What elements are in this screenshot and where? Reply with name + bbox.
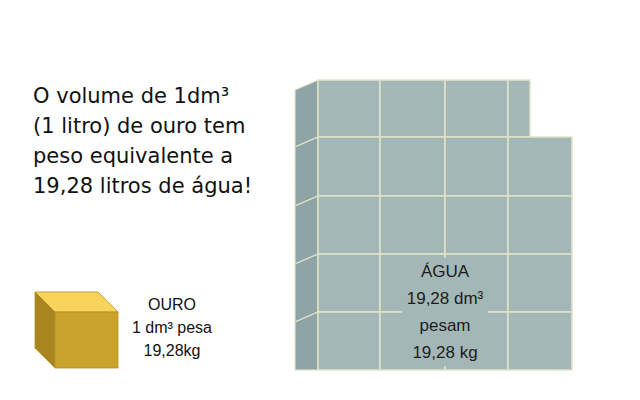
water-cell bbox=[445, 80, 508, 137]
text-group: ÁGUA19,28 dm³ pesam 19,28 kg bbox=[390, 258, 500, 366]
water-cell bbox=[318, 196, 380, 254]
water-cell bbox=[508, 196, 572, 254]
water-side-face bbox=[295, 196, 318, 264]
note-text: O volume de 1dm³ (1 litro) de ouro tem p… bbox=[33, 81, 255, 201]
node-heading: OURO bbox=[148, 293, 196, 316]
water-cell bbox=[508, 80, 530, 137]
water-side-face bbox=[295, 254, 318, 322]
water-cell bbox=[508, 254, 572, 312]
text-group: OURO1 dm³ pesa 19,28kg bbox=[126, 293, 218, 362]
water-cell bbox=[380, 137, 445, 196]
cube-face bbox=[55, 312, 118, 368]
gold-cube: OURO1 dm³ pesa 19,28kg bbox=[30, 286, 225, 376]
water-cell bbox=[508, 137, 572, 196]
water-side-face bbox=[295, 137, 318, 206]
water-side-face bbox=[295, 80, 318, 147]
node-body: 1 dm³ pesa 19,28kg bbox=[129, 316, 215, 362]
water-cell bbox=[318, 254, 380, 312]
water-cell bbox=[380, 80, 445, 137]
water-cell bbox=[318, 312, 380, 370]
water-side-face bbox=[295, 312, 318, 370]
water-block: ÁGUA19,28 dm³ pesam 19,28 kg bbox=[293, 76, 575, 374]
cube-face bbox=[35, 292, 55, 368]
water-cell bbox=[318, 137, 380, 196]
water-cell bbox=[318, 80, 380, 137]
water-cell bbox=[380, 196, 445, 254]
water-cell bbox=[445, 196, 508, 254]
water-cell bbox=[445, 137, 508, 196]
node-heading: ÁGUA bbox=[421, 258, 469, 285]
water-cell bbox=[508, 312, 572, 370]
node-body: 19,28 dm³ pesam 19,28 kg bbox=[402, 285, 488, 366]
